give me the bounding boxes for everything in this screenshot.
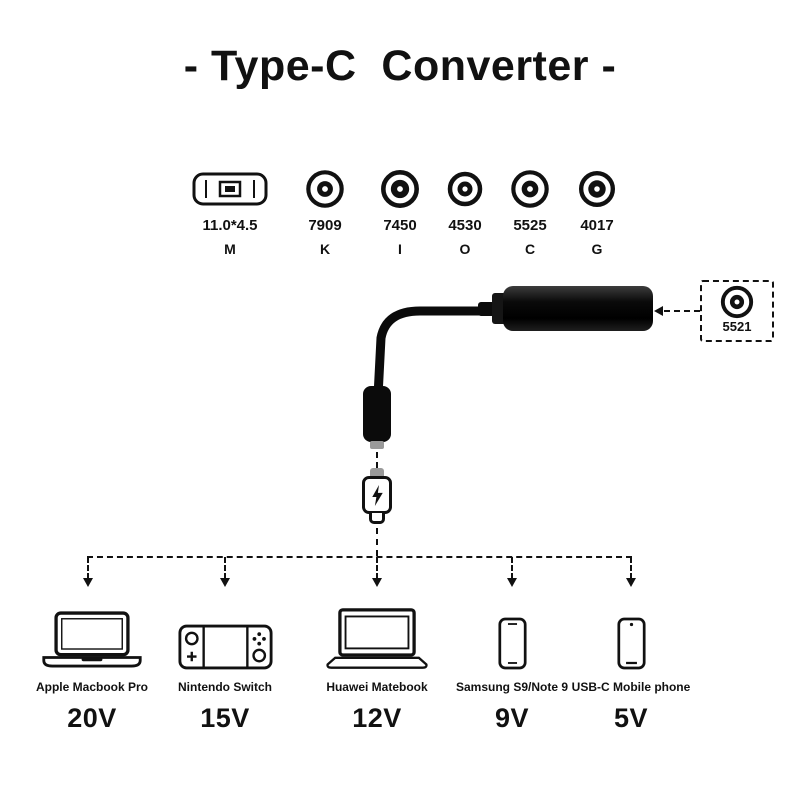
tip-letter-label: C (524, 241, 536, 257)
rect-connector-icon (192, 166, 268, 212)
tip-letter-label: G (591, 241, 603, 257)
tip-size-label: 5525 (513, 217, 547, 234)
device-switch: Nintendo Switch 15V (157, 598, 293, 734)
barrel-connector-icon (447, 166, 483, 212)
device-name: Nintendo Switch (178, 680, 272, 694)
dashed-drop-5 (630, 557, 632, 579)
dashed-drop-4 (511, 557, 513, 579)
dashed-line-tip-to-adapter (664, 310, 700, 312)
barrel-connector-icon (578, 166, 616, 212)
dashed-line-trunk (376, 528, 378, 556)
tip-size-label: 5521 (722, 319, 752, 334)
barrel-connector-icon (447, 171, 483, 207)
device-voltage: 9V (494, 703, 530, 733)
arrow-down-icon (372, 578, 382, 587)
device-voltage: 12V (352, 703, 402, 733)
dashed-line-plug-to-connector (376, 452, 378, 468)
lightning-bolt-icon (371, 484, 383, 506)
device-samsung: Samsung S9/Note 9 9V (444, 598, 580, 734)
lightning-connector (362, 476, 392, 514)
phone-icon (497, 598, 527, 670)
page-title: - Type-C Converter - (183, 42, 617, 90)
tip-size-label: 7450 (383, 217, 417, 234)
arrow-left-icon (654, 306, 663, 316)
laptop-icon (323, 598, 431, 670)
dashed-drop-2 (224, 557, 226, 579)
barrel-connector-icon (510, 166, 550, 212)
device-name: USB-C Mobile phone (571, 680, 691, 694)
barrel-connector-icon (511, 170, 549, 208)
arrow-down-icon (220, 578, 230, 587)
tip-7450: 7450 I (365, 166, 435, 257)
rect-connector-icon (192, 172, 268, 206)
tip-letter-label: I (398, 241, 402, 257)
tip-size-label: 4017 (580, 217, 614, 234)
tip-letter-label: M (224, 241, 236, 257)
phone-icon (497, 617, 527, 670)
tip-letter-label: O (459, 241, 471, 257)
adapter-body (503, 286, 653, 331)
barrel-connector-icon (578, 170, 616, 208)
device-voltage: 15V (200, 703, 250, 733)
tip-size-label: 4530 (448, 217, 482, 234)
device-macbook: Apple Macbook Pro 20V (18, 598, 166, 734)
tip-letter-label: K (319, 241, 331, 257)
macbook-icon (42, 611, 142, 668)
device-voltage: 5V (613, 703, 649, 733)
tip-4530: 4530 O (430, 166, 500, 257)
lightning-connector-tail (369, 513, 385, 524)
barrel-connector-icon (381, 170, 419, 208)
barrel-connector-icon (720, 285, 754, 319)
tip-size-label: 11.0*4.5 (202, 217, 258, 234)
tip-m: 11.0*4.5 M (183, 166, 277, 257)
macbook-icon (40, 598, 144, 670)
tip-5525: 5525 C (495, 166, 565, 257)
tip-7909: 7909 K (290, 166, 360, 257)
device-voltage: 20V (67, 703, 117, 733)
phone-icon (616, 598, 646, 670)
arrow-down-icon (83, 578, 93, 587)
barrel-connector-icon (306, 170, 344, 208)
tip-4017: 4017 G (562, 166, 632, 257)
tip-size-label: 7909 (308, 217, 342, 234)
phone-icon (616, 617, 646, 670)
device-matebook: Huawei Matebook 12V (309, 598, 445, 734)
device-name: Samsung S9/Note 9 (455, 680, 569, 694)
switch-icon (177, 598, 273, 670)
dashed-drop-1 (87, 557, 89, 579)
device-name: Apple Macbook Pro (35, 680, 148, 694)
barrel-connector-icon (380, 166, 420, 212)
tip-5521-box: 5521 (700, 280, 774, 342)
arrow-down-icon (507, 578, 517, 587)
arrow-down-icon (626, 578, 636, 587)
dashed-drop-3 (376, 557, 378, 579)
usb-c-plug (363, 386, 391, 442)
device-name: Huawei Matebook (326, 680, 428, 694)
device-usbc-phone: USB-C Mobile phone 5V (563, 598, 699, 734)
dashed-line-distribution (87, 556, 632, 558)
barrel-connector-icon (305, 166, 345, 212)
usb-c-plug-tip (370, 441, 384, 449)
switch-icon (177, 624, 273, 670)
adapter-output-plug (478, 302, 496, 316)
lightning-connector-nub (370, 468, 384, 477)
laptop-icon (326, 608, 428, 669)
cable (373, 306, 488, 400)
